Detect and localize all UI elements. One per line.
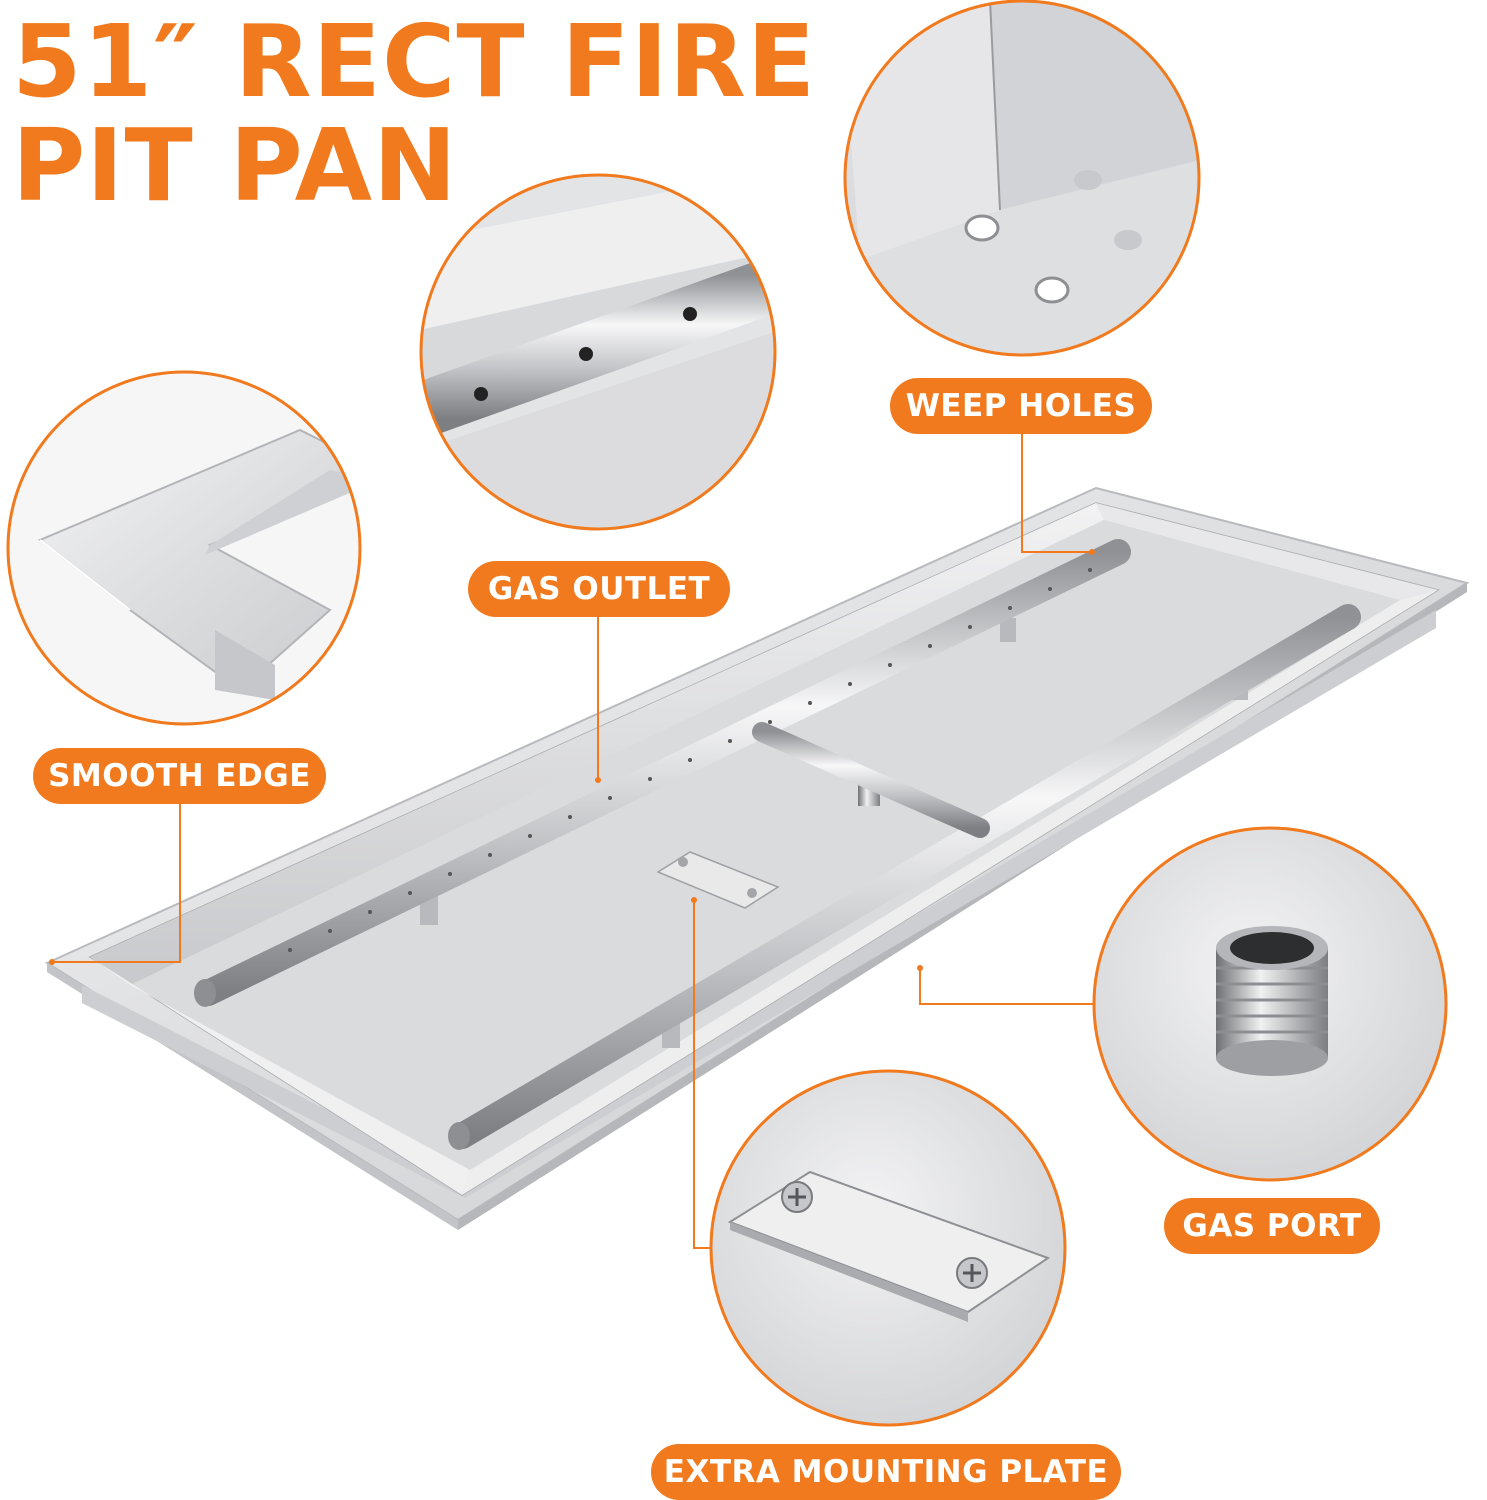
page-title: 51″ RECT FIRE PIT PAN (12, 10, 816, 218)
detail-gas-port (1092, 826, 1448, 1182)
title-line-2: PIT PAN (12, 107, 458, 224)
detail-smooth-edge (6, 370, 362, 726)
detail-gas-outlet (419, 173, 777, 531)
callout-gas-outlet: GAS OUTLET (468, 561, 730, 617)
detail-weep-holes (843, 0, 1201, 357)
title-line-1: 51″ RECT FIRE (12, 3, 817, 120)
detail-mounting-plate (709, 1069, 1067, 1427)
callout-gas-port: GAS PORT (1164, 1198, 1380, 1254)
callout-extra-mounting-plate: EXTRA MOUNTING PLATE (651, 1444, 1121, 1500)
callout-leader-lines (52, 432, 1094, 1249)
callout-weep-holes: WEEP HOLES (890, 378, 1152, 434)
callout-smooth-edge: SMOOTH EDGE (33, 748, 326, 804)
